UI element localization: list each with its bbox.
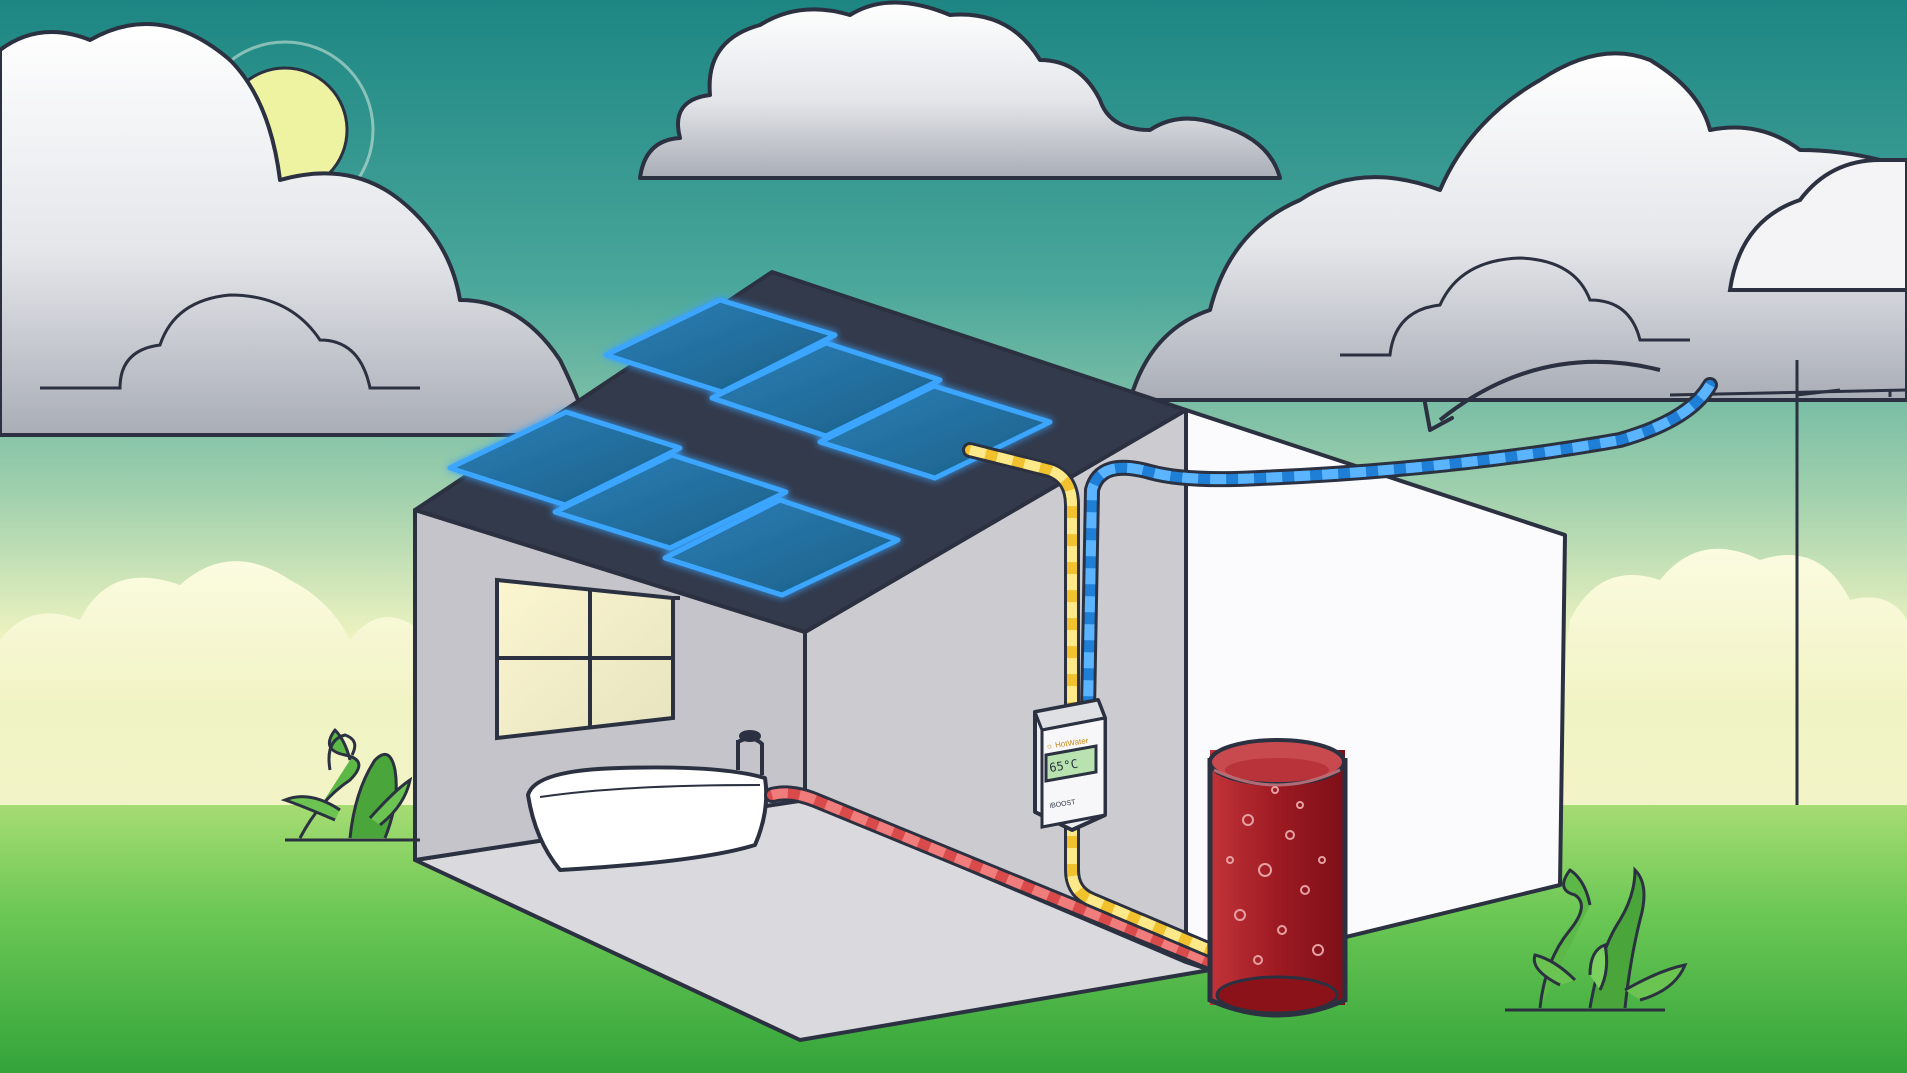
controller-temperature: 65°C bbox=[1048, 757, 1079, 775]
window bbox=[495, 577, 680, 741]
fern-icon bbox=[280, 728, 420, 842]
arrow-icon bbox=[1438, 359, 1661, 422]
solar-feed-pipe bbox=[962, 442, 1218, 958]
grid-feed-pipe bbox=[1080, 377, 1718, 718]
solar-panel bbox=[817, 383, 1053, 481]
controller-model: iBOOST bbox=[1049, 799, 1077, 810]
controller-screen bbox=[1044, 744, 1098, 783]
hot-water-pipe bbox=[764, 785, 1218, 970]
hot-water-tank bbox=[1207, 738, 1348, 1018]
cloud-top-center bbox=[638, 0, 1282, 180]
solar-panels bbox=[447, 297, 1053, 598]
fern-icon bbox=[1505, 866, 1688, 1012]
solar-panel bbox=[447, 409, 683, 508]
solar-panel bbox=[552, 452, 789, 551]
cloud-right bbox=[1128, 51, 1907, 402]
bathtub-icon bbox=[526, 765, 769, 872]
water-heater-controller: ☼ HotWater 65°C iBOOST bbox=[1032, 698, 1108, 832]
tank-bubbles bbox=[1226, 786, 1326, 965]
solar-panel bbox=[662, 497, 901, 598]
tap-icon bbox=[736, 730, 764, 775]
solar-panel bbox=[603, 297, 838, 395]
cloud-left bbox=[0, 22, 592, 437]
solar-panel bbox=[709, 340, 943, 439]
